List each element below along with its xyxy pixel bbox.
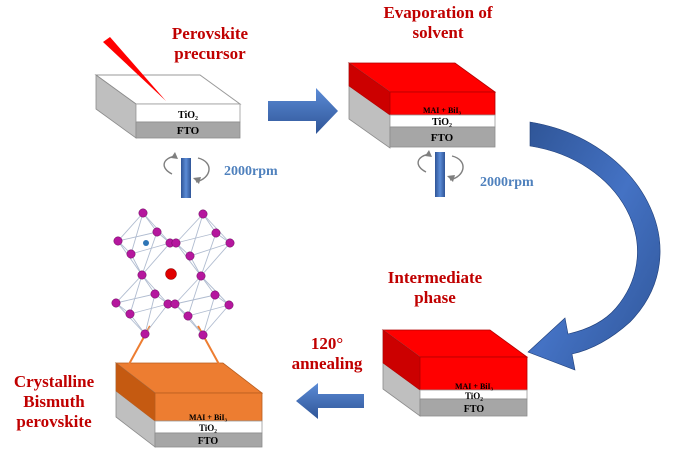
substrate-precursor: TiO₂ FTO bbox=[94, 74, 242, 139]
curved-arrow-to-intermediate bbox=[527, 121, 661, 371]
tio2-label: TiO₂ bbox=[432, 117, 452, 128]
perovskite-layer-label: MAI + BiI₃ bbox=[423, 106, 462, 115]
tio2-label: TiO₂ bbox=[199, 423, 217, 433]
tio2-label: TiO₂ bbox=[178, 110, 198, 121]
tio2-label: TiO₂ bbox=[465, 391, 483, 401]
spin-speed-label-2: 2000rpm bbox=[480, 175, 534, 190]
pipette-icon bbox=[103, 37, 166, 101]
spin-speed-label-1: 2000rpm bbox=[224, 164, 278, 179]
spin-rod-1 bbox=[163, 152, 210, 198]
perovskite-layer-label: MAI + BiI₃ bbox=[189, 413, 228, 422]
fto-label: FTO bbox=[198, 436, 219, 447]
fto-label: FTO bbox=[431, 132, 454, 144]
fto-label: FTO bbox=[464, 404, 485, 415]
label-intermediate-phase: Intermediate phase bbox=[387, 268, 483, 307]
label-crystalline-bismuth-perovskite: Crystalline Bismuth perovskite bbox=[13, 372, 95, 431]
arrow-to-evaporation bbox=[268, 88, 338, 134]
substrate-intermediate: MAI + BiI₃ TiO₂ FTO bbox=[381, 329, 529, 417]
label-annealing: 120° annealing bbox=[291, 334, 363, 373]
fto-label: FTO bbox=[177, 125, 200, 137]
substrate-evaporation: MAI + BiI₃ TiO₂ FTO bbox=[347, 62, 497, 149]
perovskite-layer-label: MAI + BiI₃ bbox=[455, 382, 494, 391]
center-cation-atom bbox=[165, 268, 177, 280]
spin-rod-2 bbox=[417, 150, 464, 197]
arrow-annealing bbox=[296, 383, 364, 419]
crystal-atoms bbox=[111, 208, 235, 340]
label-perovskite-precursor: Perovskite precursor bbox=[171, 24, 249, 63]
substrate-final: MAI + BiI₃ TiO₂ FTO bbox=[114, 362, 264, 448]
label-evaporation: Evaporation of solvent bbox=[383, 3, 493, 42]
small-blue-atom bbox=[143, 240, 149, 246]
